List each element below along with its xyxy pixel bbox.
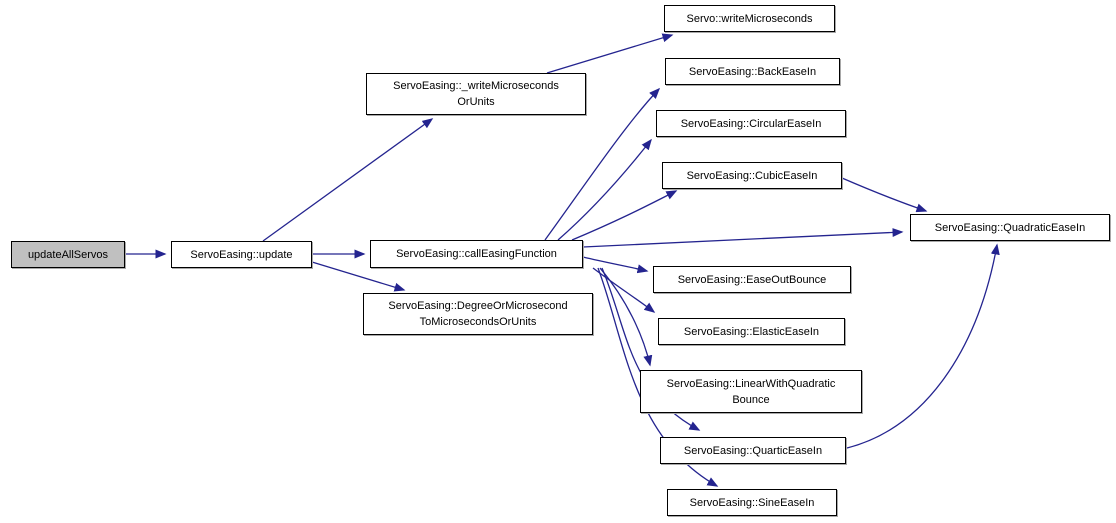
node-label: ServoEasing::SineEaseIn [689, 496, 815, 509]
node-label: ToMicrosecondsOrUnits [419, 316, 537, 328]
edge-cubic-ease-in-to-quadratic-ease-in [841, 177, 928, 213]
edge-call-easing-function-to-ease-out-bounce [582, 256, 649, 274]
edge-call-easing-function-to-linear-with-quadratic-bounce [599, 267, 653, 367]
node-quartic-ease-in[interactable]: ServoEasing::QuarticEaseIn [660, 437, 846, 464]
edge-servoeasing-update-to-write-microseconds-or-units [262, 118, 434, 242]
node-label: ServoEasing::BackEaseIn [688, 65, 817, 78]
node-label: ServoEasing::DegreeOrMicrosecond [388, 300, 568, 312]
node-label: Servo::writeMicroseconds [686, 12, 813, 25]
edge-quartic-ease-in-to-quadratic-ease-in [846, 243, 1000, 449]
node-circular-ease-in[interactable]: ServoEasing::CircularEaseIn [656, 110, 846, 137]
node-label: updateAllServos [27, 248, 109, 261]
edge-call-easing-function-to-elastic-ease-in [592, 267, 656, 313]
edge-call-easing-function-to-cubic-ease-in [571, 190, 678, 241]
node-cubic-ease-in[interactable]: ServoEasing::CubicEaseIn [662, 162, 842, 189]
node-label: OrUnits [457, 96, 495, 108]
node-call-easing-function[interactable]: ServoEasing::callEasingFunction [370, 240, 583, 268]
node-label: ServoEasing::LinearWithQuadratic [666, 377, 836, 390]
node-label: ServoEasing::update [190, 248, 293, 261]
node-sine-ease-in[interactable]: ServoEasing::SineEaseIn [667, 489, 837, 516]
node-label: ServoEasing::QuarticEaseIn [683, 444, 823, 457]
node-elastic-ease-in[interactable]: ServoEasing::ElasticEaseIn [658, 318, 845, 345]
node-label: ServoEasing::ElasticEaseIn [683, 325, 820, 338]
node-servo-write-microseconds[interactable]: Servo::writeMicroseconds [664, 5, 835, 32]
edge-call-easing-function-to-circular-ease-in [557, 138, 652, 241]
node-quadratic-ease-in[interactable]: ServoEasing::QuadraticEaseIn [910, 214, 1110, 241]
node-back-ease-in[interactable]: ServoEasing::BackEaseIn [665, 58, 840, 85]
node-label: ServoEasing::callEasingFunction [396, 248, 557, 260]
edge-write-microseconds-or-units-to-servo-write-microseconds [546, 33, 674, 74]
node-label: ServoEasing::EaseOutBounce [677, 273, 827, 286]
node-ease-out-bounce[interactable]: ServoEasing::EaseOutBounce [653, 266, 851, 293]
node-label: ServoEasing::CubicEaseIn [686, 169, 818, 182]
node-label: ServoEasing::CircularEaseIn [680, 117, 822, 130]
node-servoeasing-update[interactable]: ServoEasing::update [171, 241, 312, 268]
node-label: ServoEasing::_writeMicroseconds [393, 80, 559, 92]
node-label: ServoEasing::QuadraticEaseIn [934, 221, 1086, 234]
node-update-all-servos[interactable]: updateAllServos [11, 241, 125, 268]
edge-call-easing-function-to-quadratic-ease-in [582, 227, 904, 248]
node-label: Bounce [732, 393, 770, 406]
